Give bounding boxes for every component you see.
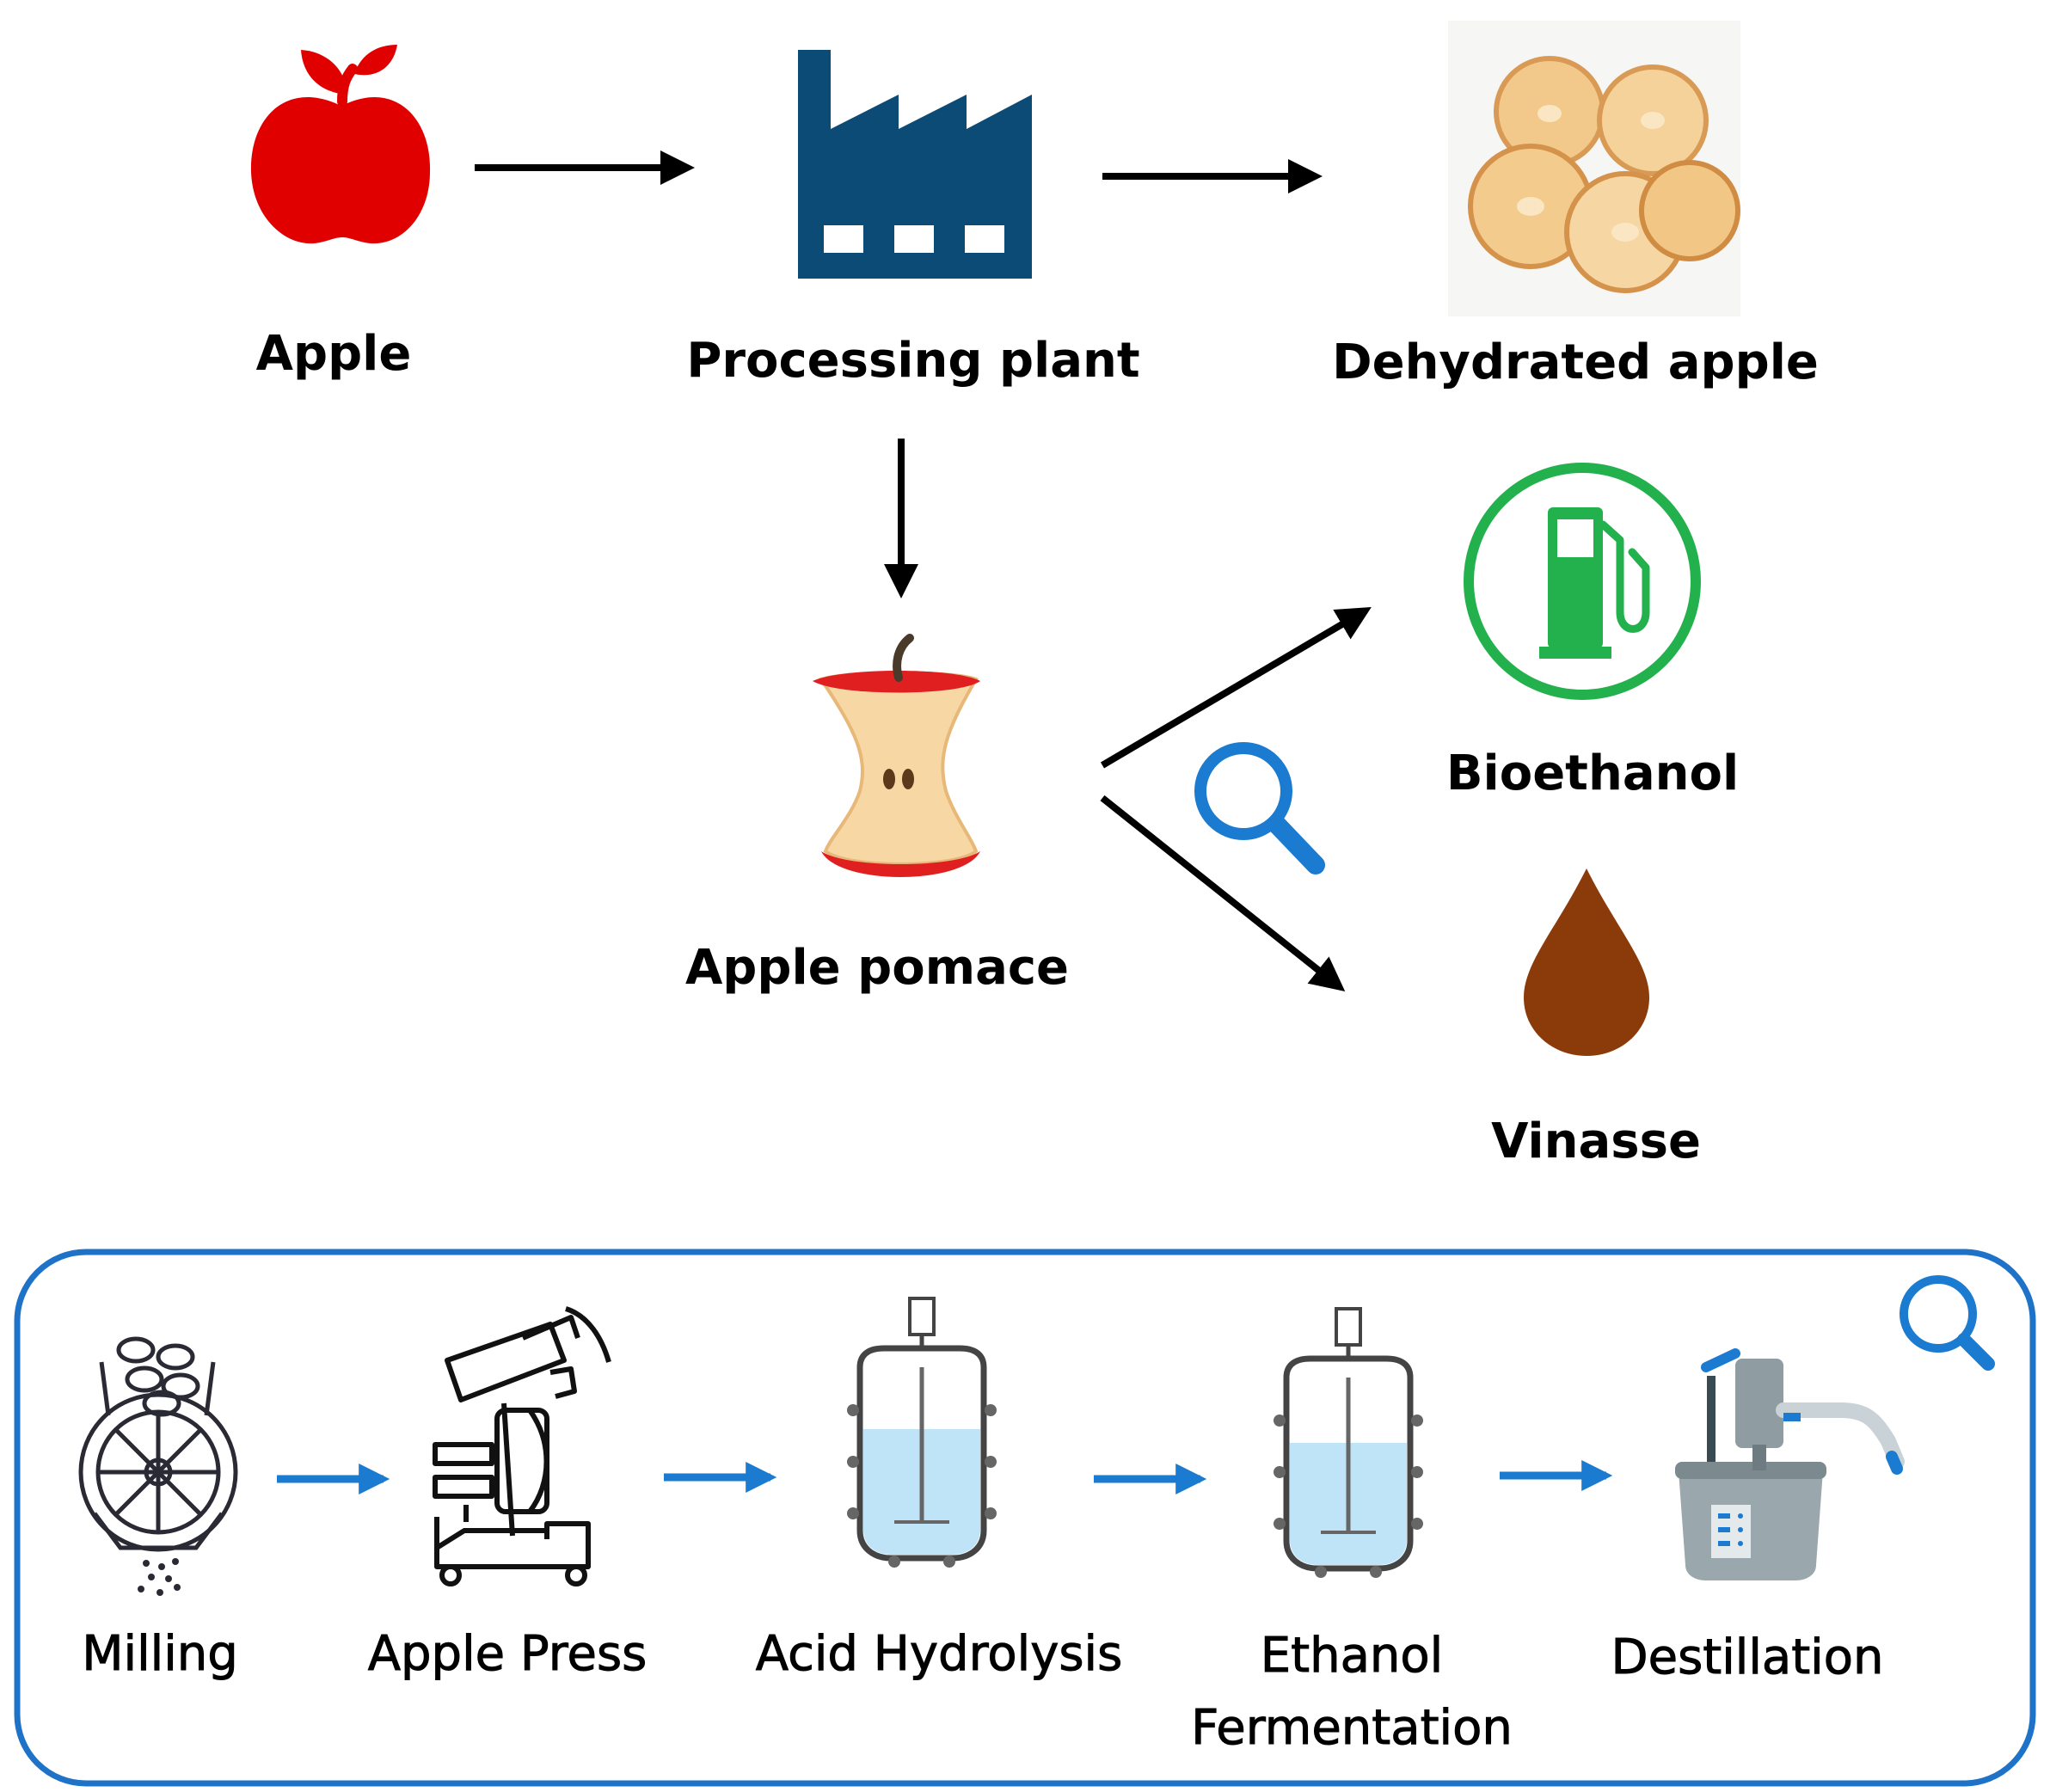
reactor-icon xyxy=(847,1297,997,1568)
label-bioethanol: Bioethanol xyxy=(1445,746,1740,801)
drop-icon xyxy=(1524,868,1649,1056)
process-frame xyxy=(14,1249,2036,1787)
step-label-fermentation: Fermentation xyxy=(1191,1700,1513,1756)
arrow-pomace-to-vinasse xyxy=(1100,795,1346,991)
step-label-acid-hydrolysis: Acid Hydrolysis xyxy=(755,1626,1123,1682)
label-dehydrated-apple: Dehydrated apple xyxy=(1332,334,1819,390)
magnifier-icon xyxy=(1194,742,1325,875)
step-label-milling: Milling xyxy=(82,1626,239,1682)
fuel-pump-icon xyxy=(1464,463,1701,700)
apple-core-icon xyxy=(813,634,980,877)
label-processing-plant: Processing plant xyxy=(686,333,1140,389)
step-label-ethanol: Ethanol xyxy=(1260,1628,1444,1684)
label-apple-pomace: Apple pomace xyxy=(684,940,1070,996)
mill-icon xyxy=(78,1336,238,1552)
reactor-icon xyxy=(1274,1307,1423,1578)
factory-icon xyxy=(798,50,1032,279)
step-label-apple-press: Apple Press xyxy=(367,1626,648,1682)
dried-apple-image xyxy=(1448,21,1740,316)
distiller-icon xyxy=(1675,1348,1905,1580)
magnifier-icon xyxy=(1900,1275,1995,1371)
label-vinasse: Vinasse xyxy=(1491,1114,1701,1169)
mill-particles xyxy=(138,1558,181,1596)
apple-icon xyxy=(250,45,431,244)
arrow-pomace-to-bioethanol xyxy=(1100,606,1372,769)
step-label-destillation: Destillation xyxy=(1611,1629,1884,1685)
label-apple: Apple xyxy=(255,326,412,382)
press-icon xyxy=(433,1306,611,1586)
